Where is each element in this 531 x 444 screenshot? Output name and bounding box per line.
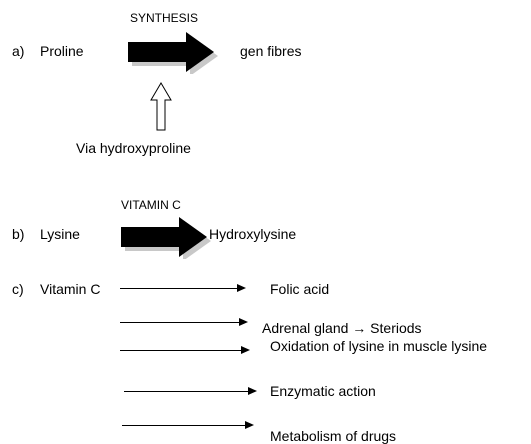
via-hydroxyproline-label: Via hydroxyproline — [76, 140, 191, 156]
synthesis-block-arrow — [128, 32, 218, 74]
arrowhead-metabolism-drugs — [245, 421, 254, 429]
synthesis-label: SYNTHESIS — [130, 11, 199, 25]
target-folic-acid: Folic acid — [270, 281, 330, 297]
marker-c: c) — [12, 281, 24, 297]
arrowhead-oxidation-lysine — [241, 346, 250, 354]
marker-b: b) — [12, 226, 25, 242]
gen-fibres-label: gen fibres — [240, 43, 302, 59]
target-enzymatic-action: Enzymatic action — [270, 383, 376, 399]
arrowhead-folic-acid — [237, 284, 246, 292]
target-adrenal-gland: Adrenal gland → Steriods — [262, 320, 422, 336]
arrow-line-adrenal-gland — [120, 322, 240, 323]
vitamin-c-block-arrow — [121, 217, 211, 259]
marker-a: a) — [12, 43, 25, 59]
arrowhead-adrenal-gland — [239, 318, 248, 326]
target-metabolism-drugs: Metabolism of drugs — [270, 428, 397, 444]
arrow-line-oxidation-lysine — [120, 350, 242, 351]
hollow-up-arrow — [150, 82, 172, 131]
arrowhead-enzymatic-action — [248, 387, 257, 395]
target-oxidation-lysine: Oxidation of lysine in muscle lysine — [270, 338, 488, 354]
arrow-line-enzymatic-action — [124, 391, 249, 392]
vitamin-c-source-label: Vitamin C — [40, 281, 101, 297]
hydroxylysine-label: Hydroxylysine — [209, 226, 297, 242]
arrow-line-folic-acid — [120, 288, 238, 289]
arrow-line-metabolism-drugs — [122, 425, 246, 426]
lysine-label: Lysine — [40, 226, 80, 242]
vitamin-c-label: VITAMIN C — [121, 198, 181, 212]
proline-label: Proline — [40, 43, 84, 59]
